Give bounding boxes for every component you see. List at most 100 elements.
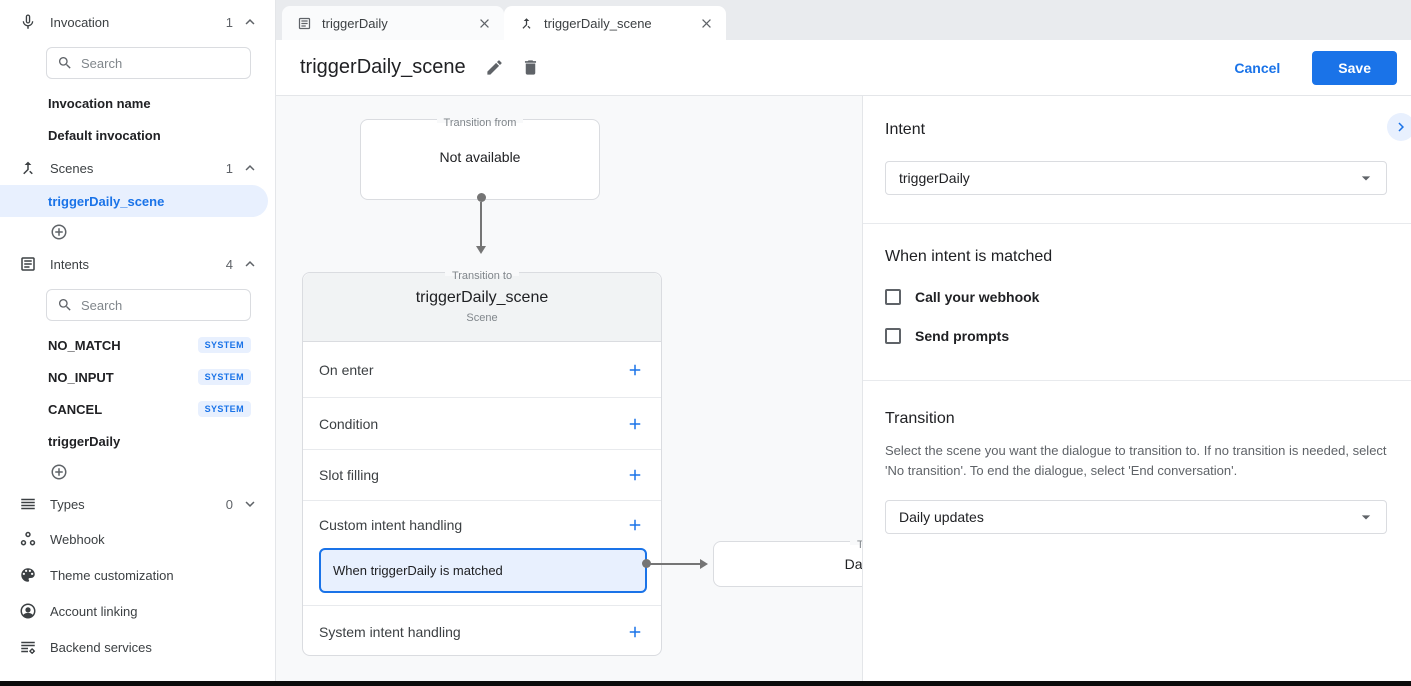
scene-row-slot-filling[interactable]: Slot filling — [303, 450, 661, 501]
add-circle-icon — [50, 463, 68, 481]
tab-triggerdaily-scene[interactable]: triggerDaily_scene — [504, 6, 726, 40]
transition-section-title: Transition — [885, 410, 955, 427]
menu-label: Account linking — [50, 603, 138, 619]
chevron-up-icon — [241, 255, 259, 273]
chevron-down-icon — [241, 495, 259, 513]
call-webhook-checkbox-row[interactable]: Call your webhook — [885, 289, 1387, 305]
sidebar-item-no-input[interactable]: NO_INPUT SYSTEM — [0, 361, 275, 393]
intent-dropdown[interactable]: triggerDaily — [885, 161, 1387, 195]
add-plus-icon[interactable] — [625, 414, 645, 434]
connector-dot — [477, 193, 486, 202]
search-icon — [57, 55, 73, 71]
intent-handler-when-triggerdaily-matched[interactable]: When triggerDaily is matched — [319, 548, 647, 593]
checkbox-label: Call your webhook — [915, 289, 1040, 305]
sidebar-item-cancel[interactable]: CANCEL SYSTEM — [0, 393, 275, 425]
search-icon — [57, 297, 73, 313]
scene-merge-icon — [18, 158, 38, 178]
chevron-up-icon — [241, 13, 259, 31]
cancel-button[interactable]: Cancel — [1218, 52, 1296, 84]
tab-triggerdaily[interactable]: triggerDaily — [282, 6, 504, 40]
dropdown-arrow-icon — [1361, 515, 1371, 520]
sidebar-item-default-invocation[interactable]: Default invocation — [0, 119, 275, 151]
item-label: Invocation name — [48, 95, 151, 111]
send-prompts-checkbox-row[interactable]: Send prompts — [885, 328, 1387, 344]
system-badge: SYSTEM — [197, 401, 251, 417]
bottom-bar — [0, 681, 1411, 686]
intent-section: Intent triggerDaily — [885, 96, 1387, 195]
section-label: Invocation — [50, 14, 110, 30]
connector-line-horizontal — [647, 563, 700, 565]
add-scene-button[interactable] — [0, 217, 275, 247]
scene-row-condition[interactable]: Condition — [303, 398, 661, 450]
sidebar-item-invocation-name[interactable]: Invocation name — [0, 87, 275, 119]
transition-dropdown-value: Daily updates — [899, 509, 984, 526]
custom-intent-row-header[interactable]: Custom intent handling — [303, 501, 661, 548]
sidebar-item-webhook[interactable]: Webhook — [0, 521, 275, 557]
section-label: Types — [50, 496, 85, 512]
menu-label: Backend services — [50, 639, 152, 655]
scene-card-subtitle: Scene — [466, 312, 498, 324]
sidebar-item-triggerdaily-scene[interactable]: triggerDaily_scene — [0, 185, 268, 217]
item-label: CANCEL — [48, 401, 103, 417]
transition-description: Select the scene you want the dialogue t… — [885, 443, 1387, 479]
transition-section: Transition Select the scene you want the… — [885, 381, 1387, 535]
checkbox-unchecked[interactable] — [885, 328, 901, 344]
scene-card: Transition to triggerDaily_scene Scene O… — [302, 270, 662, 657]
panel-collapse-button[interactable] — [1387, 113, 1411, 141]
sidebar-section-intents[interactable]: Intents 4 — [0, 247, 275, 281]
sidebar-item-backend-services[interactable]: Backend services — [0, 629, 275, 665]
scene-row-custom-intent-handling: Custom intent handling When triggerDaily… — [303, 501, 661, 606]
intent-article-icon — [18, 254, 38, 274]
sidebar-section-types[interactable]: Types 0 — [0, 487, 275, 521]
scene-row-on-enter[interactable]: On enter — [303, 342, 661, 398]
scene-card-header: triggerDaily_scene Scene — [303, 273, 661, 342]
search-box — [46, 289, 251, 321]
edit-pencil-icon[interactable] — [484, 57, 506, 79]
sidebar-item-theme-customization[interactable]: Theme customization — [0, 557, 275, 593]
sidebar-section-scenes[interactable]: Scenes 1 — [0, 151, 275, 185]
checkbox-unchecked[interactable] — [885, 289, 901, 305]
sidebar: Invocation 1 Invocation name Default inv… — [0, 0, 276, 681]
transition-target-node[interactable]: Transition to Daily updates — [713, 539, 862, 587]
add-plus-icon[interactable] — [625, 360, 645, 380]
sidebar-section-invocation[interactable]: Invocation 1 — [0, 5, 275, 39]
sidebar-item-no-match[interactable]: NO_MATCH SYSTEM — [0, 329, 275, 361]
delete-trash-icon[interactable] — [520, 57, 542, 79]
add-plus-icon[interactable] — [625, 622, 645, 642]
close-icon[interactable] — [476, 15, 492, 31]
scene-diagram-canvas: Transition from Not available Transition… — [276, 96, 862, 681]
page-title: triggerDaily_scene — [300, 56, 466, 78]
content-area: Transition from Not available Transition… — [276, 96, 1411, 681]
intents-search — [0, 281, 275, 329]
section-count: 1 — [225, 160, 233, 176]
system-badge: SYSTEM — [197, 369, 251, 385]
add-plus-icon[interactable] — [625, 515, 645, 535]
row-label: System intent handling — [319, 623, 461, 640]
matched-section-title: When intent is matched — [885, 248, 1053, 265]
account-circle-icon — [18, 601, 38, 621]
intents-search-input[interactable] — [81, 297, 240, 313]
save-button[interactable]: Save — [1312, 50, 1397, 85]
close-icon[interactable] — [698, 15, 714, 31]
intent-section-title: Intent — [885, 121, 926, 138]
scene-row-system-intent-handling[interactable]: System intent handling — [303, 606, 661, 657]
add-intent-button[interactable] — [0, 457, 275, 487]
tab-label: triggerDaily_scene — [544, 15, 652, 31]
add-plus-icon[interactable] — [625, 465, 645, 485]
transition-dropdown[interactable]: Daily updates — [885, 500, 1387, 535]
chevron-right-icon — [1398, 122, 1404, 132]
connector-dot — [642, 559, 651, 568]
panel-divider — [863, 223, 1411, 224]
transition-from-node: Transition from Not available — [360, 117, 600, 200]
when-intent-matched-section: When intent is matched Call your webhook… — [885, 224, 1387, 344]
dropdown-arrow-icon — [1361, 176, 1371, 181]
scene-card-title: triggerDaily_scene — [415, 289, 549, 306]
sidebar-item-triggerdaily-intent[interactable]: triggerDaily — [0, 425, 275, 457]
section-count: 0 — [225, 496, 233, 512]
sidebar-item-account-linking[interactable]: Account linking — [0, 593, 275, 629]
invocation-search-input[interactable] — [81, 55, 240, 71]
intent-detail-panel: Intent triggerDaily When intent is match… — [862, 96, 1411, 681]
item-label: NO_INPUT — [48, 369, 114, 385]
section-label: Scenes — [50, 160, 94, 176]
